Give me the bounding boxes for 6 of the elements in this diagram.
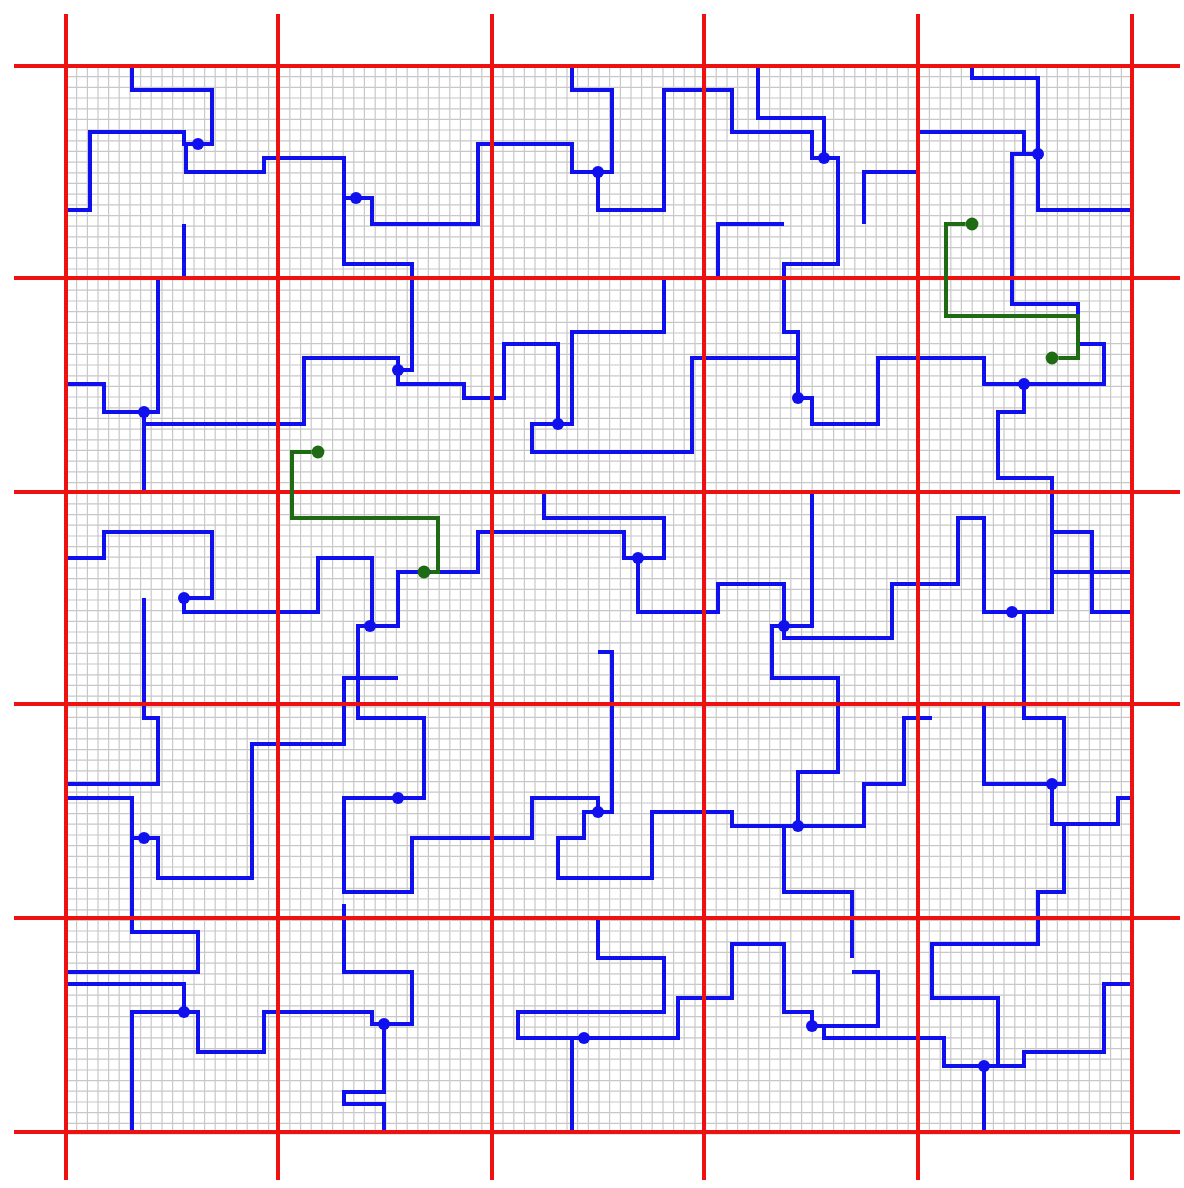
path-line [944,222,1080,360]
dot-marker [965,217,979,231]
dot-marker [1045,351,1059,365]
path-line [290,450,440,574]
dot-marker [417,565,431,579]
dot-marker [311,445,325,459]
